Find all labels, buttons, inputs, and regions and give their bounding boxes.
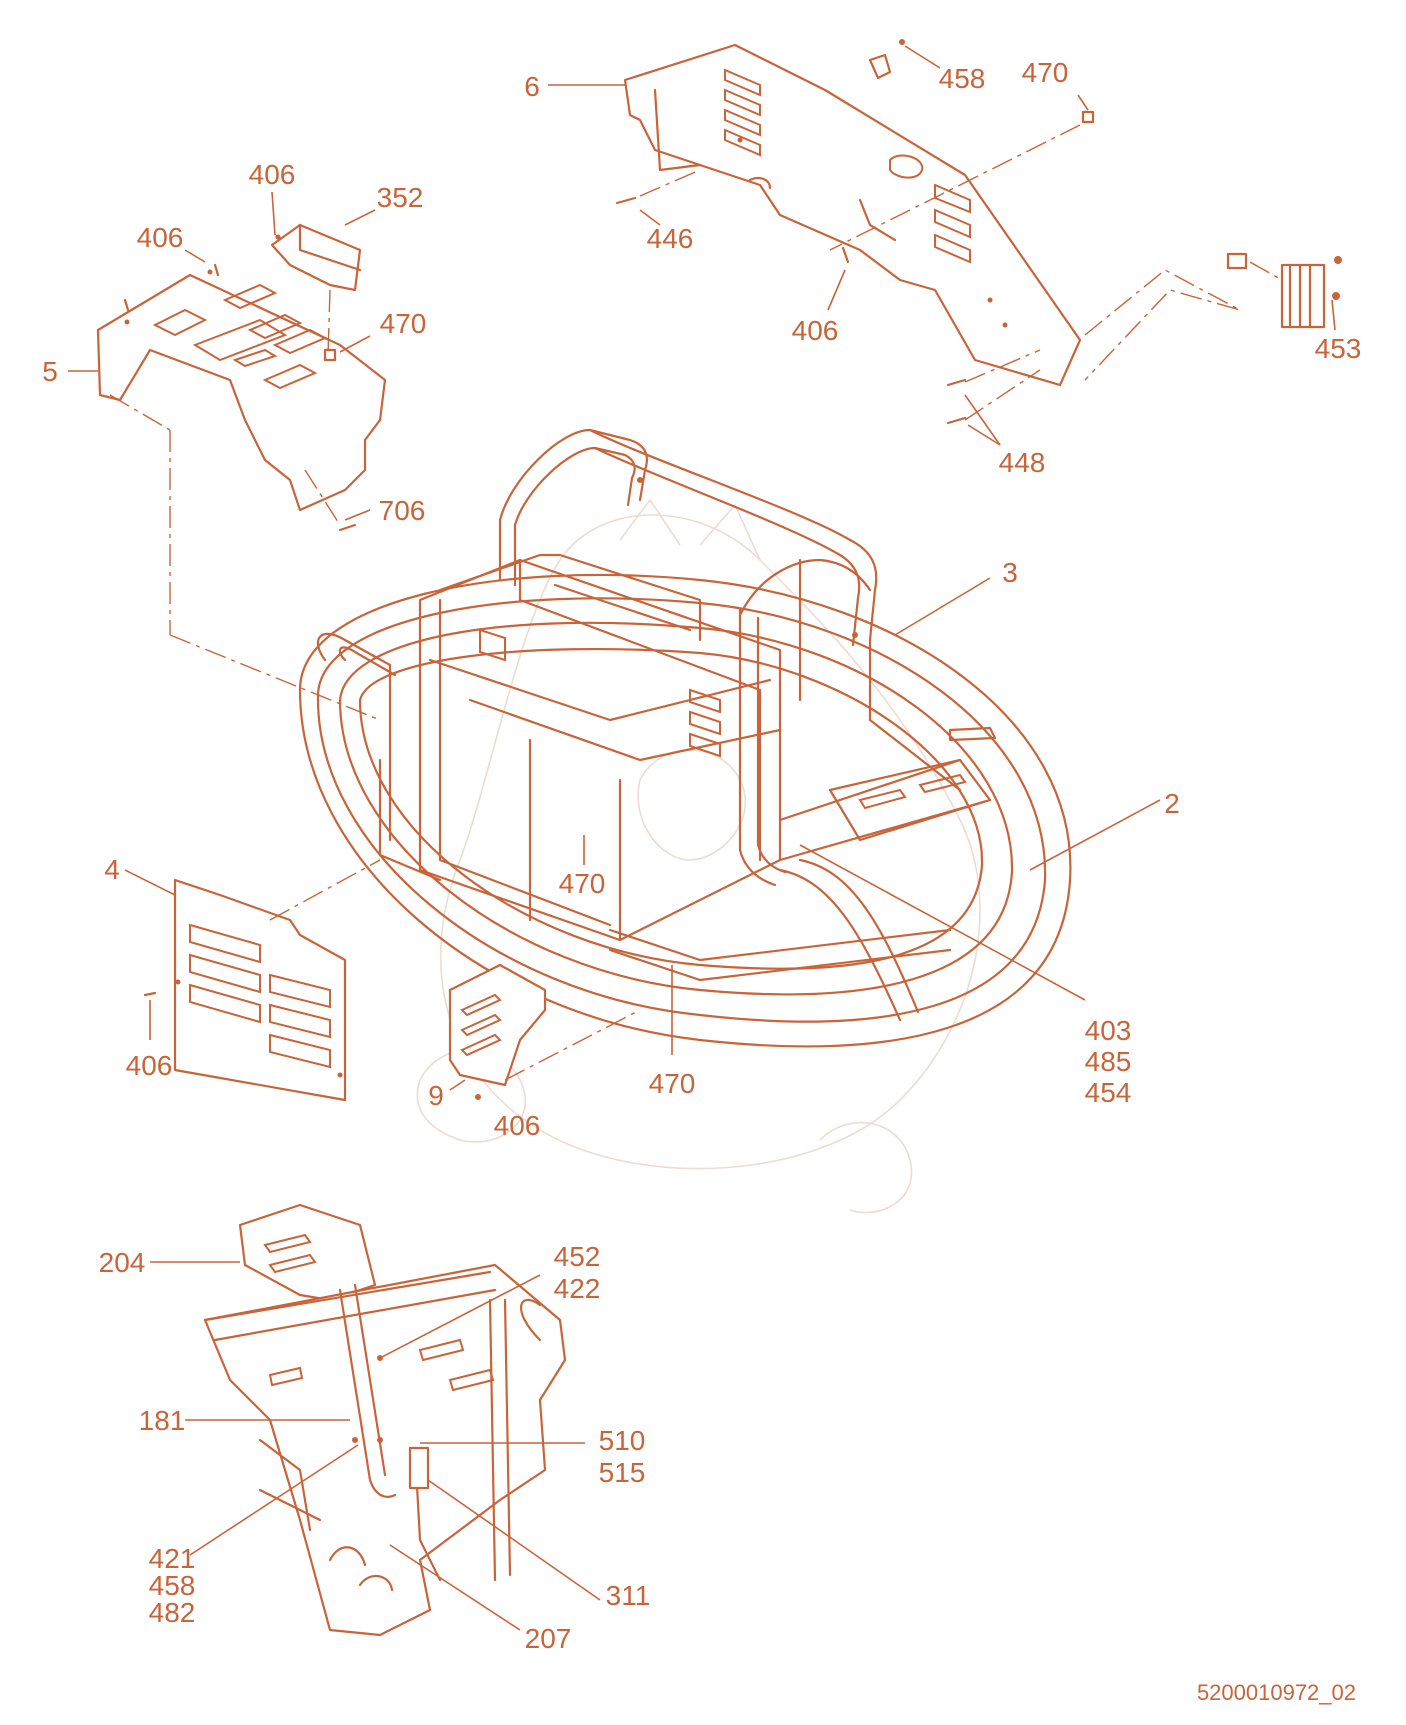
part-4-front-panel bbox=[124, 859, 381, 1102]
part-3-roll-bars bbox=[498, 428, 997, 1022]
callout-181: 181 bbox=[139, 1405, 186, 1436]
callout-454: 454 bbox=[1085, 1077, 1132, 1108]
screws-448 bbox=[946, 349, 1041, 446]
callout-706: 706 bbox=[379, 495, 426, 526]
callout-458: 458 bbox=[939, 63, 986, 94]
part-9-bracket bbox=[448, 963, 641, 1100]
callout-422: 422 bbox=[554, 1273, 601, 1304]
callout-470: 470 bbox=[1022, 57, 1069, 88]
callout-406: 406 bbox=[792, 315, 839, 346]
callout-406: 406 bbox=[126, 1050, 173, 1081]
callout-403: 403 bbox=[1085, 1015, 1132, 1046]
callout-204: 204 bbox=[99, 1247, 146, 1278]
watermark-mascot bbox=[416, 498, 981, 1214]
part-352-bracket bbox=[270, 209, 376, 356]
callout-labels: 6 458 470 446 406 453 448 406 352 406 47… bbox=[42, 57, 1361, 1705]
callout-452: 452 bbox=[554, 1241, 601, 1272]
callout-5: 5 bbox=[42, 356, 58, 387]
callout-515: 515 bbox=[599, 1457, 646, 1488]
screw-406-panel bbox=[827, 246, 850, 311]
clip-458-top bbox=[868, 39, 941, 80]
inset-pedal-assembly bbox=[203, 1203, 567, 1637]
callout-352: 352 bbox=[377, 182, 424, 213]
callout-406: 406 bbox=[494, 1110, 541, 1141]
callout-406: 406 bbox=[137, 222, 184, 253]
callout-207: 207 bbox=[525, 1623, 572, 1654]
relay-453 bbox=[1084, 252, 1342, 381]
main-frame bbox=[298, 553, 1072, 1048]
callout-453: 453 bbox=[1315, 333, 1362, 364]
part-5-bracket bbox=[96, 263, 387, 532]
nut-470-bracket bbox=[323, 335, 371, 362]
callout-470: 470 bbox=[559, 868, 606, 899]
callout-470: 470 bbox=[380, 308, 427, 339]
callout-6: 6 bbox=[524, 71, 540, 102]
callout-485: 485 bbox=[1085, 1046, 1132, 1077]
callout-406: 406 bbox=[249, 159, 296, 190]
callout-446: 446 bbox=[647, 223, 694, 254]
nut-470-top bbox=[829, 94, 1095, 251]
callout-458: 458 bbox=[149, 1570, 196, 1601]
callout-3: 3 bbox=[1002, 557, 1018, 588]
part-6-rear-panel bbox=[623, 43, 1082, 387]
callout-482: 482 bbox=[149, 1597, 196, 1628]
inset-leaders bbox=[150, 1261, 601, 1631]
callout-2: 2 bbox=[1164, 788, 1180, 819]
callout-421: 421 bbox=[149, 1543, 196, 1574]
callout-311: 311 bbox=[606, 1580, 651, 1611]
callout-9: 9 bbox=[428, 1080, 444, 1111]
screw-446 bbox=[615, 169, 701, 226]
callout-510: 510 bbox=[599, 1425, 646, 1456]
callout-4: 4 bbox=[104, 854, 120, 885]
callout-448: 448 bbox=[999, 447, 1046, 478]
callout-470: 470 bbox=[649, 1068, 696, 1099]
document-id: 5200010972_02 bbox=[1197, 1680, 1356, 1705]
